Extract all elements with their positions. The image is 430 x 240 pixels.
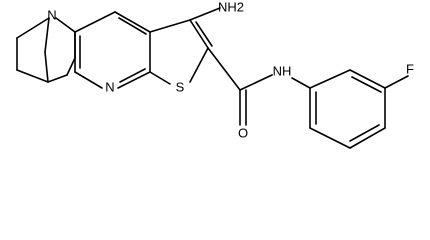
bond	[16, 17, 50, 39]
bond	[149, 71, 171, 85]
bond	[55, 17, 76, 33]
carboxamide-group	[207, 47, 311, 126]
bond	[189, 47, 209, 83]
molecule-drawing: N N S NH2 NH O F	[16, 0, 414, 149]
bond	[66, 57, 76, 76]
bond	[74, 71, 103, 89]
bond	[117, 71, 151, 89]
bond-to-fluorine	[384, 75, 409, 89]
atom-label-n-pyridine: N	[105, 79, 114, 94]
bond	[291, 77, 311, 89]
bond	[16, 69, 49, 83]
atom-label-amide-nh: NH	[273, 63, 292, 78]
bicyclic-cage	[16, 17, 76, 83]
pyridine-ring	[74, 11, 151, 89]
bond	[309, 69, 351, 89]
bond	[309, 127, 351, 149]
bond	[149, 19, 191, 33]
bond	[349, 69, 386, 89]
atom-label-carbonyl-o: O	[238, 125, 248, 140]
atom-label-n-bridgehead: N	[47, 7, 56, 22]
structure-svg: N N S NH2 NH O F	[16, 0, 414, 149]
bond	[44, 17, 50, 53]
bond	[114, 11, 151, 33]
bond	[189, 19, 209, 49]
bond	[349, 127, 386, 149]
bond	[195, 21, 213, 47]
atom-label-amino: NH2	[218, 0, 244, 14]
bond	[47, 74, 68, 83]
bond	[119, 68, 146, 83]
atom-label-fluorine: F	[406, 61, 414, 76]
bond	[351, 76, 382, 93]
bond	[118, 17, 147, 35]
atom-label-s-thiophene: S	[176, 79, 185, 94]
bond	[349, 124, 380, 142]
thiophene-ring	[149, 19, 213, 85]
bond	[239, 74, 273, 91]
bond	[44, 51, 49, 83]
bond	[207, 47, 241, 91]
bond	[74, 11, 116, 33]
bond-to-amino	[189, 7, 221, 21]
fluorophenyl-ring	[309, 69, 409, 149]
